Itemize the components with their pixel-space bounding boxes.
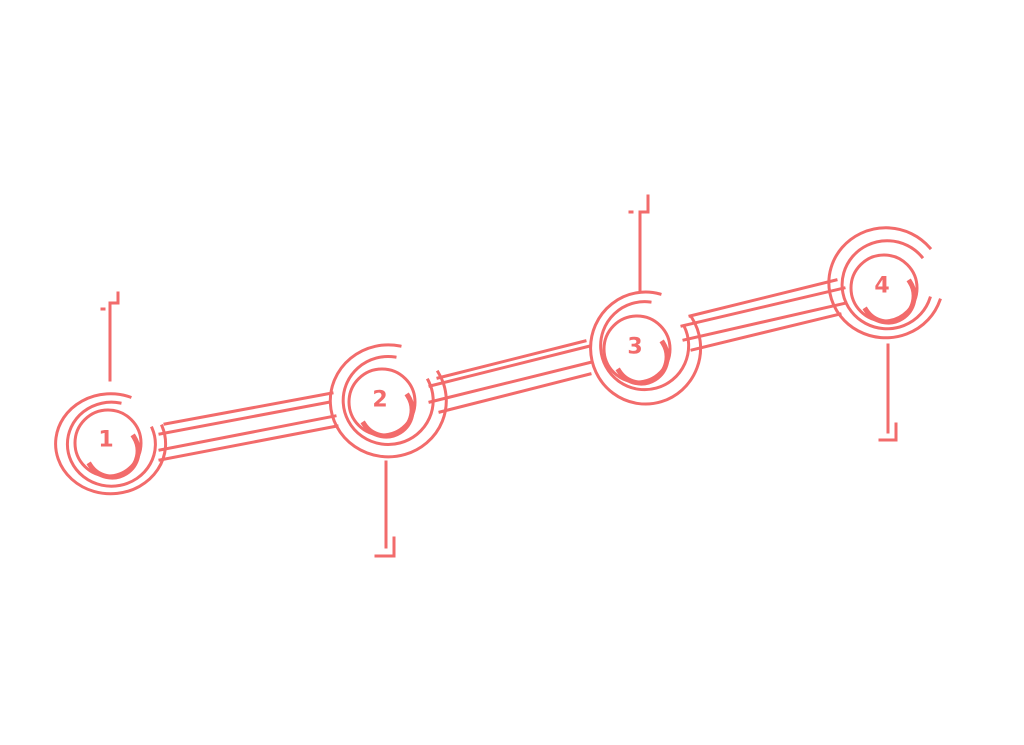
step-2-callout-bracket [374,460,396,558]
connector-2-3 [428,339,594,414]
step-4-number: 4 [874,274,889,299]
step-4: 4 [827,226,942,442]
connector-1-2 [158,391,339,462]
step-2-outer-ring [328,343,448,459]
step-2-number: 2 [372,388,387,413]
step-3-outer-ring [589,290,703,406]
step-3-inner-badge [602,314,672,386]
connectors [158,278,848,462]
step-1: 1 [54,291,168,496]
step-1-callout-bracket [100,291,120,382]
step-4-inner-badge [849,253,919,325]
step-1-number: 1 [98,428,113,453]
step-4-outer-ring [827,226,942,340]
step-2-inner-badge [347,367,417,439]
step-3-number: 3 [627,335,642,360]
step-4-callout-bracket [878,343,898,442]
step-3: 3 [589,194,703,406]
step-3-callout-bracket [628,194,650,292]
step-1-outer-ring [54,392,168,496]
connector-3-4 [680,278,848,352]
step-2: 2 [328,343,448,558]
step-1-inner-badge [73,408,143,480]
